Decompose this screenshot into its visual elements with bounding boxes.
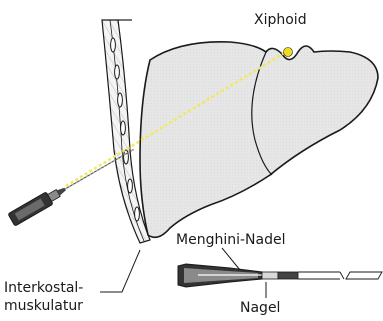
intercostal-label-line1: Interkostal- <box>4 280 83 296</box>
xiphoid-marker <box>284 48 293 57</box>
liver <box>140 42 378 238</box>
intercostal-label-line2: muskulatur <box>4 298 83 314</box>
nail-label: Nagel <box>240 300 280 316</box>
menghini-needle-detail <box>178 264 382 287</box>
xiphoid-label: Xiphoid <box>254 12 307 28</box>
menghini-needle-label: Menghini-Nadel <box>176 232 285 248</box>
